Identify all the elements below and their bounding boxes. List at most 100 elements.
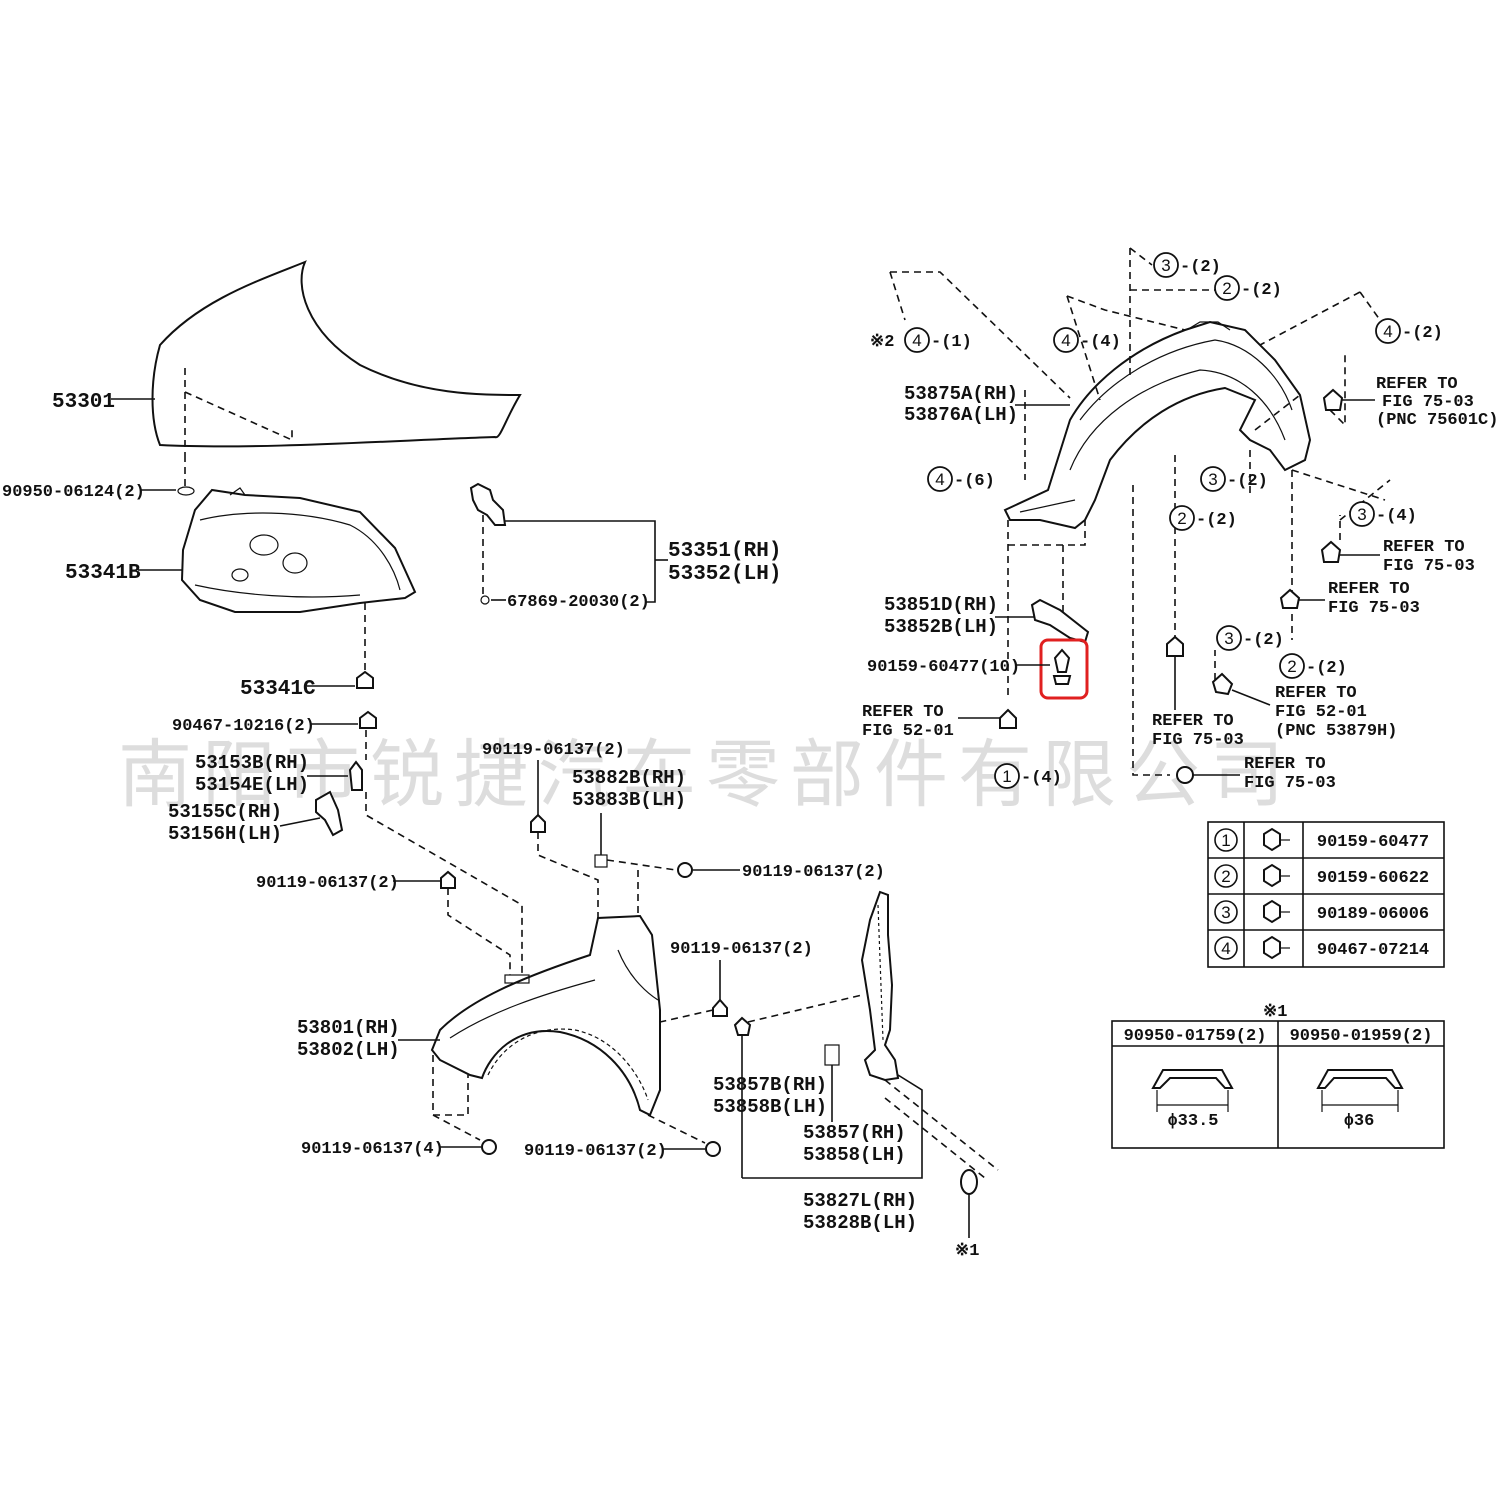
callout-3: 3-(4) bbox=[1349, 501, 1417, 527]
fender-liner bbox=[1003, 320, 1312, 530]
table-num-circle bbox=[1214, 936, 1238, 960]
callout-circle bbox=[1053, 327, 1079, 353]
label-53154E: 53154E(LH) bbox=[195, 774, 309, 796]
fender-side-bracket bbox=[315, 790, 344, 837]
label-90950-06124: 90950-06124(2) bbox=[2, 483, 145, 502]
callout-4: 4-(1) bbox=[904, 327, 972, 353]
label-53876A: 53876A(LH) bbox=[904, 404, 1018, 426]
seal-part-number: 90950-01959(2) bbox=[1290, 1027, 1433, 1046]
table-num-circle bbox=[1214, 864, 1238, 888]
clip-icon bbox=[1322, 388, 1344, 411]
callout-number: 4 bbox=[935, 470, 944, 489]
label-53875A: 53875A(RH) bbox=[904, 383, 1018, 405]
callout-number: 3 bbox=[1224, 629, 1233, 648]
callout-3: 3-(2) bbox=[1216, 625, 1284, 651]
front-fender bbox=[430, 914, 661, 1117]
bolt-icon bbox=[480, 595, 490, 605]
table-part-number: 90189-06006 bbox=[1317, 905, 1429, 924]
callout-1: 1 -(4) bbox=[994, 763, 1062, 789]
hood-insulator bbox=[180, 487, 417, 613]
label-53858B: 53858B(LH) bbox=[713, 1096, 827, 1118]
label-53351-rh: 53351(RH) bbox=[668, 540, 781, 563]
bolt-icon bbox=[712, 998, 728, 1017]
label-90119-bottom-left: 90119-06137(4) bbox=[301, 1140, 444, 1159]
label-53882B: 53882B(RH) bbox=[572, 767, 686, 789]
callout-number: 1 bbox=[1002, 767, 1011, 786]
callout-qty: -(1) bbox=[931, 333, 972, 352]
label-53802: 53802(LH) bbox=[297, 1039, 400, 1061]
callout-qty: -(4) bbox=[1080, 333, 1121, 352]
callout-3: 3 -(2) bbox=[1200, 466, 1268, 492]
callout-4: 4 -(2) bbox=[1375, 318, 1443, 344]
callout-circle bbox=[1169, 505, 1195, 531]
table-num: 2 bbox=[1221, 867, 1230, 886]
refer-75-03-upper-line3: (PNC 75601C) bbox=[1376, 411, 1498, 430]
clip-icon bbox=[1320, 540, 1342, 563]
screw-icon bbox=[1053, 648, 1071, 673]
label-53852B: 53852B(LH) bbox=[884, 616, 998, 638]
hood-seal-icon bbox=[177, 486, 195, 496]
callout-circle bbox=[994, 763, 1020, 789]
fender-to-cowl-seal bbox=[860, 890, 900, 1082]
bolt-icon bbox=[481, 1139, 497, 1155]
label-53352-lh: 53352(LH) bbox=[668, 563, 781, 586]
callout-circle bbox=[1349, 501, 1375, 527]
callout-number: 2 bbox=[1222, 279, 1231, 298]
callout-number: 2 bbox=[1177, 509, 1186, 528]
callout-qty: -(6) bbox=[954, 472, 995, 491]
screw-washer-icon bbox=[1052, 675, 1072, 685]
refer-75-03-mid-line1: REFER TO bbox=[1152, 712, 1234, 731]
callout-qty: -(2) bbox=[1241, 281, 1282, 300]
clip-icon bbox=[1211, 672, 1234, 696]
callout-qty: -(2) bbox=[1402, 324, 1443, 343]
refer-52-01-line2: FIG 52-01 bbox=[862, 722, 954, 741]
highlight-box bbox=[1039, 638, 1089, 700]
seal-shape-36-icon bbox=[1316, 1069, 1404, 1112]
push-clip-icon bbox=[356, 670, 374, 689]
refer-52-01-right-line1: REFER TO bbox=[1275, 684, 1357, 703]
callout-number: 4 bbox=[1383, 322, 1392, 341]
label-53153B: 53153B(RH) bbox=[195, 752, 309, 774]
ref-mark-1: ※1 bbox=[955, 1242, 979, 1261]
table-part-number: 90467-07214 bbox=[1317, 941, 1429, 960]
push-clip-icon bbox=[1263, 899, 1290, 924]
refer-75-03-upper-line1: REFER TO bbox=[1376, 375, 1458, 394]
callout-markers: 3-(2)2-(2)4-(4)4-(2)4-(1)4-(6)3-(2)2-(2)… bbox=[904, 252, 1443, 789]
callout-number: 4 bbox=[1061, 331, 1070, 350]
refer-75-03-right1-line2: FIG 75-03 bbox=[1383, 557, 1475, 576]
label-53858: 53858(LH) bbox=[803, 1144, 906, 1166]
callout-qty: -(2) bbox=[1306, 659, 1347, 678]
seal-diameter: ϕ36 bbox=[1344, 1112, 1375, 1131]
liner-bracket bbox=[1030, 598, 1090, 644]
label-90119-right: 90119-06137(2) bbox=[742, 863, 885, 882]
push-clip-icon bbox=[999, 708, 1017, 729]
refer-75-03-upper-line2: FIG 75-03 bbox=[1382, 393, 1474, 412]
callout-qty: -(2) bbox=[1227, 472, 1268, 491]
retainer-clip-icon bbox=[733, 1016, 752, 1036]
bolt-icon bbox=[677, 862, 693, 878]
callout-circle bbox=[1375, 318, 1401, 344]
table-part-number: 90159-60477 bbox=[1317, 833, 1429, 852]
label-90119-top: 90119-06137(2) bbox=[482, 741, 625, 760]
callout-number: 3 bbox=[1357, 505, 1366, 524]
refer-52-01-right-line2: FIG 52-01 bbox=[1275, 703, 1367, 722]
callout-qty: -(4) bbox=[1021, 769, 1062, 788]
callout-2: 2 -(2) bbox=[1214, 275, 1282, 301]
callout-circle bbox=[1200, 466, 1226, 492]
refer-75-03-right2-line1: REFER TO bbox=[1328, 580, 1410, 599]
callout-circle bbox=[927, 466, 953, 492]
screw-grommet-icon bbox=[1263, 863, 1290, 888]
callout-number: 3 bbox=[1161, 256, 1170, 275]
bolt-icon bbox=[530, 813, 546, 833]
fender-clip-icon bbox=[348, 760, 363, 791]
label-90119-mid: 90119-06137(2) bbox=[670, 940, 813, 959]
seal-shape-33-icon bbox=[1151, 1069, 1234, 1112]
grommet-icon bbox=[960, 1169, 978, 1195]
refer-75-03-right2-line2: FIG 75-03 bbox=[1328, 599, 1420, 618]
table-part-number: 90159-60622 bbox=[1317, 869, 1429, 888]
label-90119-left: 90119-06137(2) bbox=[256, 874, 399, 893]
label-53801: 53801(RH) bbox=[297, 1017, 400, 1039]
callout-number: 3 bbox=[1208, 470, 1217, 489]
